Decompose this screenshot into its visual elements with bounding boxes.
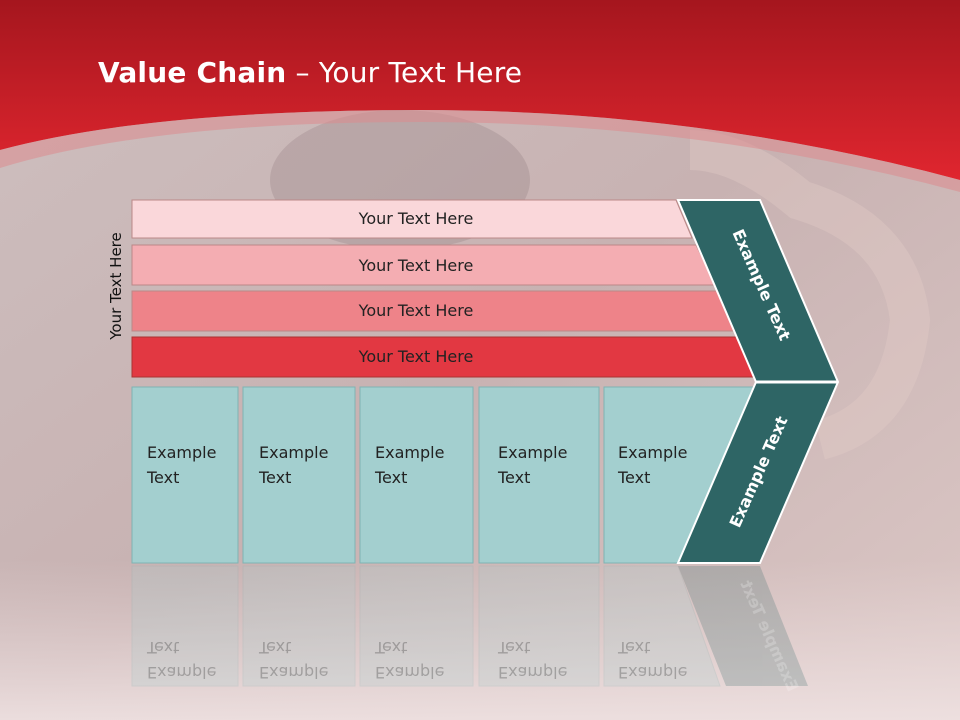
reflection-group: [131, 565, 808, 687]
box-4: [478, 386, 600, 564]
bar-3-label: Your Text Here: [358, 301, 474, 320]
bar-4-label: Your Text Here: [358, 347, 474, 366]
box-1: [131, 386, 239, 564]
box-3: [359, 386, 474, 564]
box-4-label: Example Text: [498, 443, 568, 487]
bar-1: [131, 199, 693, 239]
bars-group: [131, 199, 763, 378]
box-3-reflection: Example Text: [375, 638, 445, 682]
title-bold: Value Chain: [98, 56, 287, 89]
box-5-label: Example Text: [618, 443, 688, 487]
box-1-label: Example Text: [147, 443, 217, 487]
bar-1-label: Your Text Here: [358, 209, 474, 228]
title-rest: – Your Text Here: [286, 56, 523, 89]
box-1-reflection: Example Text: [147, 638, 217, 682]
box-2-reflection: Example Text: [259, 638, 329, 682]
box-3-label: Example Text: [375, 443, 445, 487]
boxes-group: [131, 386, 761, 564]
box-2: [242, 386, 356, 564]
box-4-reflection: Example Text: [498, 638, 568, 682]
page-title: Value Chain – Your Text Here: [98, 56, 522, 89]
box-5-reflection: Example Text: [618, 638, 688, 682]
box-2-label: Example Text: [259, 443, 329, 487]
bar-2-label: Your Text Here: [358, 256, 474, 275]
